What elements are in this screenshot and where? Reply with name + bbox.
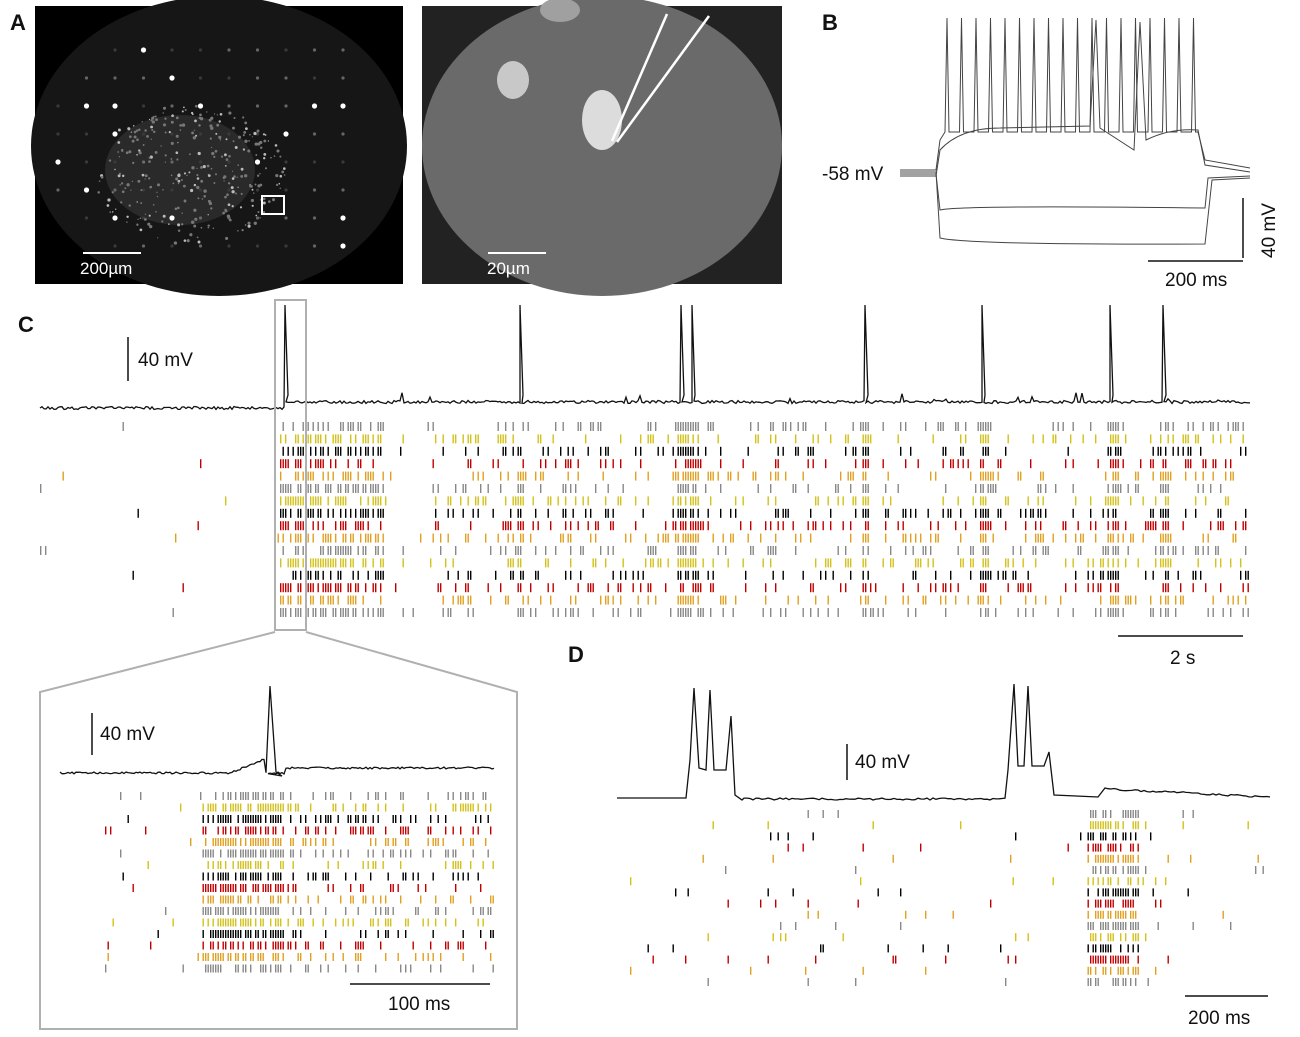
selection-box bbox=[261, 195, 285, 215]
panel-letter-a: A bbox=[10, 10, 26, 35]
panel-letter-d: D bbox=[568, 642, 584, 667]
d-membrane-trace bbox=[617, 683, 1271, 801]
d-time-scale-label: 200 ms bbox=[1188, 1008, 1250, 1029]
pipette-edge-2 bbox=[615, 15, 711, 143]
c-time-scale-label: 2 s bbox=[1170, 648, 1195, 669]
d-voltage-scale-label: 40 mV bbox=[855, 752, 910, 773]
c-raster-plot bbox=[40, 422, 1249, 617]
inset-time-scale-label: 100 ms bbox=[388, 994, 450, 1015]
microscope-image-wide: 200µm bbox=[31, 0, 407, 296]
resting-potential-label: -58 mV bbox=[822, 164, 884, 185]
pipette-edge-1 bbox=[610, 13, 669, 142]
panel-letter-c: C bbox=[18, 312, 34, 337]
inset-frame bbox=[39, 631, 518, 1030]
microscope-image-zoom: 20µm bbox=[422, 0, 782, 296]
panel-letter-b: B bbox=[822, 10, 838, 35]
step-current-traces bbox=[900, 17, 1251, 245]
c-zoom-window bbox=[274, 299, 307, 631]
inset-membrane-trace bbox=[59, 685, 495, 777]
c-membrane-trace bbox=[39, 304, 1251, 411]
b-time-scale-label: 200 ms bbox=[1165, 270, 1227, 291]
inset-voltage-scale-label: 40 mV bbox=[100, 724, 155, 745]
c-voltage-scale-label: 40 mV bbox=[138, 350, 193, 371]
inset-raster-plot bbox=[105, 792, 494, 973]
b-voltage-scale-label: 40 mV bbox=[1259, 203, 1280, 258]
d-raster-plot bbox=[630, 810, 1264, 986]
scale-label-20um: 20µm bbox=[487, 259, 530, 278]
scale-label-200um: 200µm bbox=[80, 259, 132, 278]
